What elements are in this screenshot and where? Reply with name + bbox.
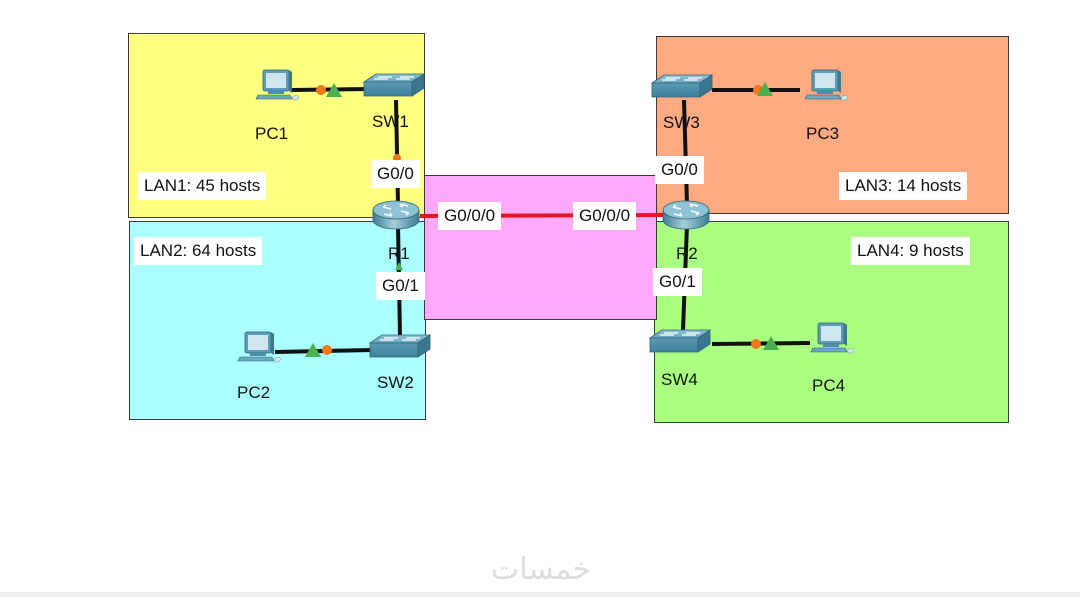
- pc3-label: PC3: [806, 124, 840, 143]
- port-indicator-r1-g01: [395, 262, 403, 270]
- port-indicator-pc1: [316, 85, 326, 95]
- lan4-label: LAN4: 9 hosts: [851, 237, 970, 265]
- lan3-label: LAN3: 14 hosts: [839, 172, 968, 200]
- watermark-text: خمسات: [490, 552, 592, 587]
- footer-bar: [0, 592, 1080, 597]
- sw3-label: SW3: [663, 113, 700, 132]
- pc-icon[interactable]: [804, 69, 849, 101]
- lan1-label: LAN1: 45 hosts: [138, 172, 267, 200]
- router-icon[interactable]: [662, 200, 710, 230]
- link-pc4-sw4: [711, 341, 811, 346]
- r2-g000-label: G0/0/0: [573, 202, 637, 230]
- sw4-label: SW4: [661, 370, 698, 389]
- pc1-label: PC1: [255, 124, 289, 143]
- switch-icon[interactable]: [363, 73, 425, 97]
- port-indicator-pc3: [757, 82, 773, 96]
- lan2-label: LAN2: 64 hosts: [134, 237, 263, 265]
- pc2-label: PC2: [237, 383, 271, 402]
- pc4-label: PC4: [812, 376, 846, 395]
- r2-g01-label: G0/1: [653, 268, 702, 296]
- pc-icon[interactable]: [810, 322, 855, 354]
- link-sw3-r2: [682, 99, 689, 206]
- r2-g00-label: G0/0: [655, 156, 704, 184]
- port-indicator-sw2: [322, 345, 332, 355]
- port-indicator-pc2: [305, 343, 321, 357]
- r1-g01-label: G0/1: [376, 272, 425, 300]
- switch-icon[interactable]: [649, 329, 711, 353]
- sw1-label: SW1: [372, 112, 409, 131]
- pc-icon[interactable]: [255, 69, 300, 101]
- r2-label: R2: [676, 244, 698, 263]
- switch-icon[interactable]: [651, 74, 713, 98]
- sw2-label: SW2: [377, 373, 414, 392]
- port-indicator-pc4: [763, 336, 779, 350]
- port-indicator-sw1: [326, 83, 342, 97]
- router-icon[interactable]: [372, 200, 420, 230]
- r1-g00-label: G0/0: [371, 160, 420, 188]
- port-indicator-sw4: [751, 339, 761, 349]
- wan-zone: [424, 175, 657, 320]
- r1-g000-label: G0/0/0: [438, 202, 502, 230]
- pc-icon[interactable]: [237, 331, 282, 363]
- switch-icon[interactable]: [369, 334, 431, 358]
- r1-label: R1: [388, 244, 410, 263]
